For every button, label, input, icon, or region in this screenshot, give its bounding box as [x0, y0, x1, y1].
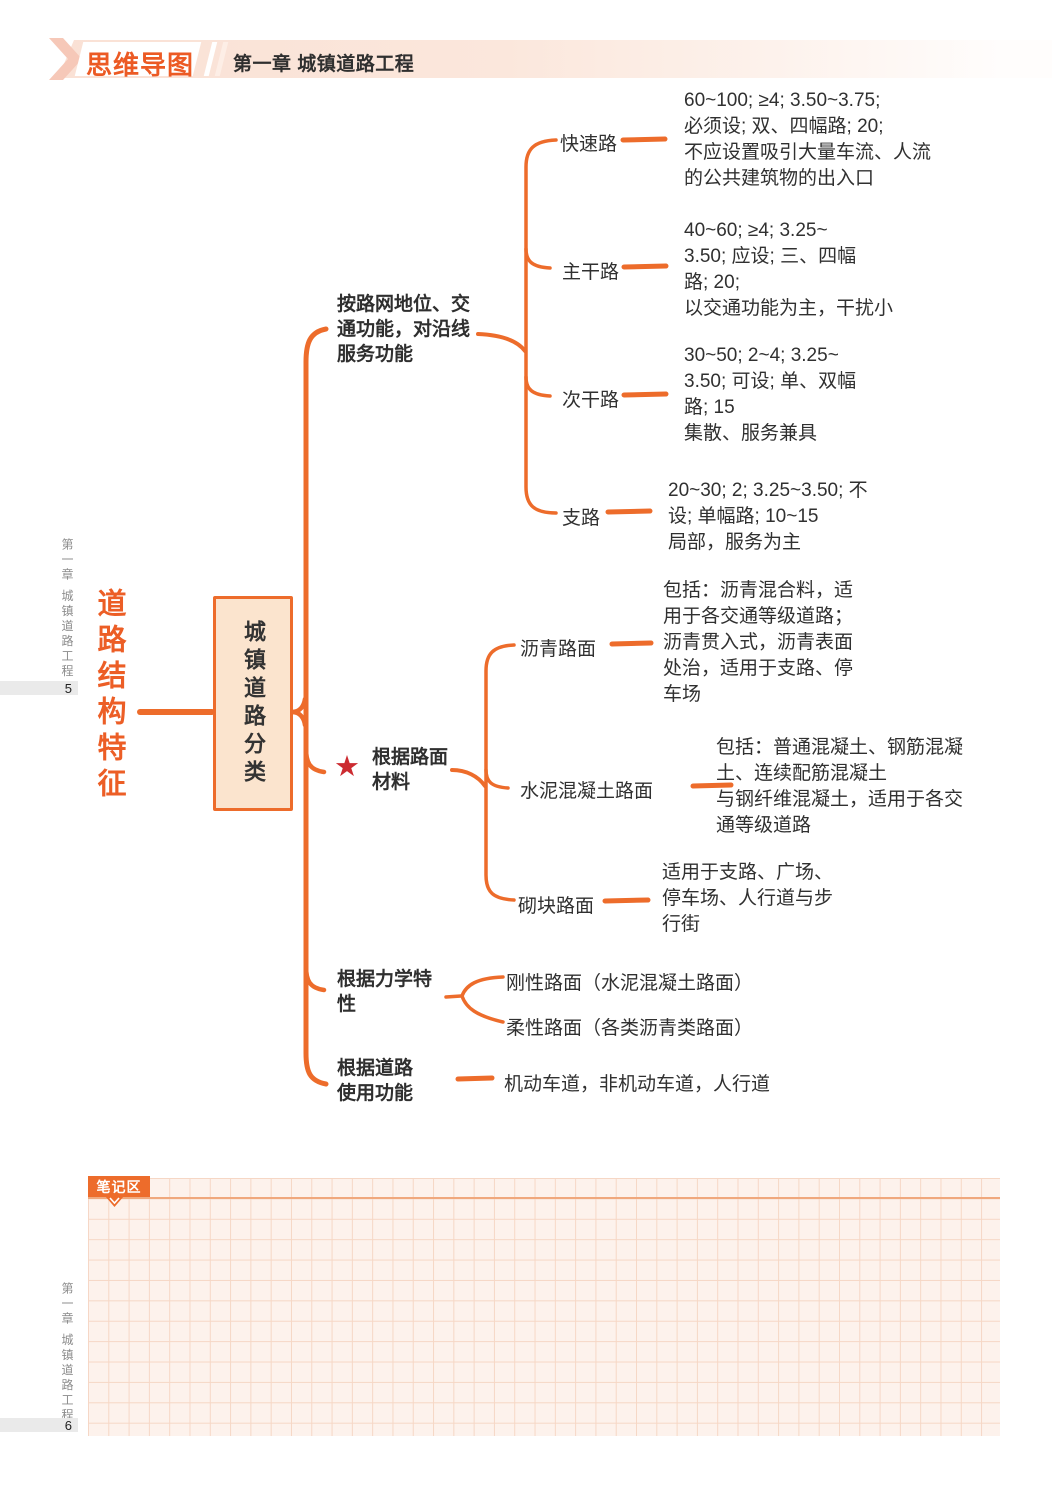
header-badge: 思维导图 — [85, 50, 194, 80]
desc-cement-concrete-pavement: 包括：普通混凝土、钢筋混凝 土、连续配筋混凝土 与钢纤维混凝土，适用于各交 通等… — [716, 737, 964, 836]
desc-asphalt-pavement: 包括：沥青混合料，适 用于各交通等级道路； 沥青贯入式，沥青表面 处治，适用于支… — [663, 580, 854, 705]
connector-material-brace — [484, 643, 516, 902]
page-number-5-label: 5 — [64, 680, 72, 696]
notes-tag: 笔记区 — [88, 1176, 150, 1197]
mindmap-connectors — [137, 136, 734, 1087]
node-flexible-pavement: 柔性路面（各类沥青类路面） — [506, 1018, 754, 1039]
desc-secondary-road: 30~50; 2~4; 3.25~ 3.50; 可设; 单、双幅 路; 15 集… — [684, 345, 857, 444]
star-icon: ★ — [334, 751, 360, 783]
node-secondary-road: 次干路 — [562, 390, 620, 411]
branch-function-label: 根据道路 使用功能 — [337, 1058, 414, 1104]
sidebar-chapter-bottom: 第一章 城镇道路工程 — [60, 1282, 74, 1424]
connector-network-brace — [524, 138, 558, 515]
dash-branch-road — [605, 508, 653, 515]
dash-block — [602, 897, 651, 904]
connector-material-hook2 — [484, 768, 510, 790]
desc-branch-road: 20~30; 2; 3.25~3.50; 不 设; 单幅路; 10~15 局部，… — [668, 480, 868, 553]
desc-arterial-road: 40~60; ≥4; 3.25~ 3.50; 应设; 三、四幅 路; 20; 以… — [684, 220, 894, 319]
desc-block-pavement: 适用于支路、广场、 停车场、人行道与步 行街 — [662, 862, 834, 935]
header-chapter-title: 第一章 城镇道路工程 — [233, 54, 415, 75]
connector-material-nub — [450, 768, 487, 788]
notes-grid — [88, 1178, 1000, 1436]
connector-hook-mechanics — [303, 963, 327, 993]
desc-express-road: 60~100; ≥4; 3.50~3.75; 必须设; 双、四幅路; 20; 不… — [684, 90, 932, 189]
dash-express — [620, 136, 668, 143]
dash-secondary — [621, 391, 669, 398]
page-number-6-label: 6 — [64, 1417, 72, 1433]
node-block-pavement: 砌块路面 — [518, 896, 595, 917]
connector-mechanics-brace — [460, 975, 505, 1024]
center-node: 城镇道路分类 — [213, 596, 293, 811]
node-express-road: 快速路 — [560, 134, 618, 155]
page-number-5: 5 — [0, 680, 78, 696]
connector-network-nub — [476, 332, 527, 353]
dash-arterial — [621, 263, 669, 270]
node-branch-road: 支路 — [562, 508, 601, 529]
branch-material-label: 根据路面 材料 — [372, 747, 449, 793]
root-node: 道路结构特征 — [93, 588, 125, 804]
connector-main-brace — [303, 326, 329, 1087]
connector-box-junction — [289, 709, 308, 728]
chevron-icon — [49, 38, 82, 80]
dash-asphalt — [609, 640, 654, 647]
node-arterial-road: 主干路 — [562, 262, 620, 283]
dash-concrete — [690, 782, 734, 789]
dash-function — [455, 1075, 495, 1082]
notes-tag-label: 笔记区 — [96, 1178, 142, 1195]
center-node-label: 城镇道路分类 — [241, 619, 266, 788]
connector-network-hook3 — [524, 375, 552, 398]
node-asphalt-pavement: 沥青路面 — [520, 639, 597, 660]
node-lane-types: 机动车道，非机动车道，人行道 — [504, 1074, 771, 1095]
connector-network-hook2 — [524, 247, 552, 270]
notes-grid-accent-line — [88, 1197, 1000, 1199]
node-rigid-pavement: 刚性路面（水泥混凝土路面） — [506, 973, 754, 994]
branch-mechanics-label: 根据力学特 性 — [337, 969, 433, 1015]
node-cement-concrete-pavement: 水泥混凝土路面 — [520, 781, 654, 802]
sidebar-chapter-top: 第一章 城镇道路工程 — [60, 538, 74, 680]
connector-mechanics-nub — [444, 994, 463, 999]
notes-tag-pointer-icon — [105, 1196, 124, 1207]
branch-network-label: 按路网地位、交 通功能，对沿线 服务功能 — [337, 294, 471, 365]
page-number-6: 6 — [0, 1417, 78, 1433]
connector-hook-material — [303, 745, 327, 775]
